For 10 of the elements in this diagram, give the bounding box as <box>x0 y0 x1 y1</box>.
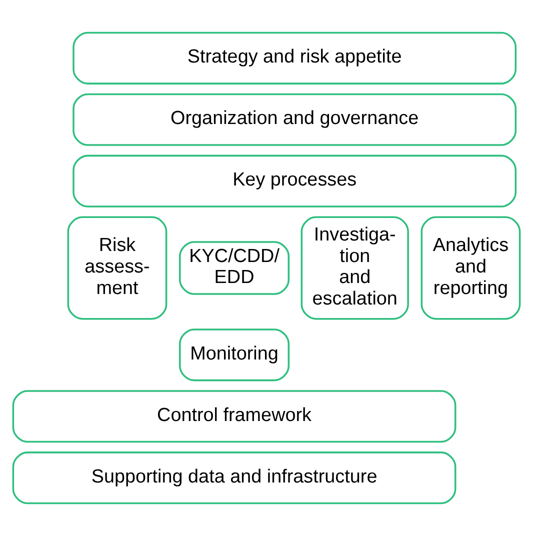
node-box: Control framework <box>12 390 456 443</box>
node-box: Key processes <box>72 154 517 208</box>
node-box: Analytics and reporting <box>420 216 521 320</box>
node-box: Strategy and risk appetite <box>72 32 517 84</box>
node-box: Risk assess- ment <box>67 216 168 320</box>
node-box: Investiga- tion and escalation <box>300 216 409 320</box>
node-box: KYC/CDD/ EDD <box>179 241 290 295</box>
node-box: Monitoring <box>179 328 290 382</box>
node-box: Supporting data and infrastructure <box>12 452 456 504</box>
node-box: Organization and governance <box>72 93 517 146</box>
